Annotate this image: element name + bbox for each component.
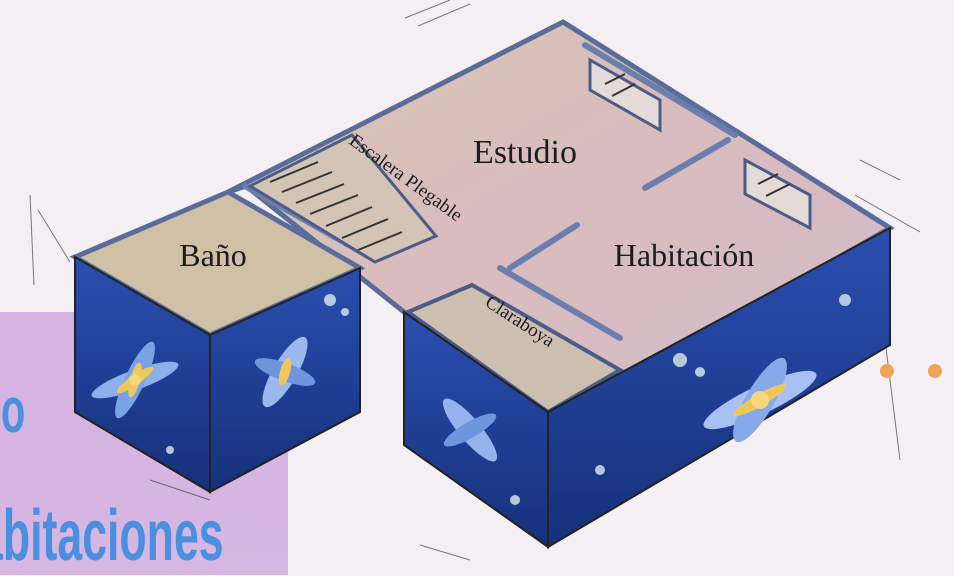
slide-title-line-1: lo	[0, 374, 26, 446]
window-bedroom	[743, 157, 812, 231]
sketch-lines	[29, 0, 921, 561]
window-studio	[588, 57, 662, 133]
label-estudio: Estudio	[473, 134, 577, 171]
label-habitacion: Habitación	[614, 237, 754, 273]
folding-stair	[246, 133, 439, 264]
slide-title-line-2: abitaciones	[0, 496, 224, 576]
orange-dot-1	[880, 364, 894, 378]
label-bano: Baño	[179, 237, 247, 273]
tile-flowers	[91, 294, 851, 505]
orange-dot-2	[928, 364, 942, 378]
